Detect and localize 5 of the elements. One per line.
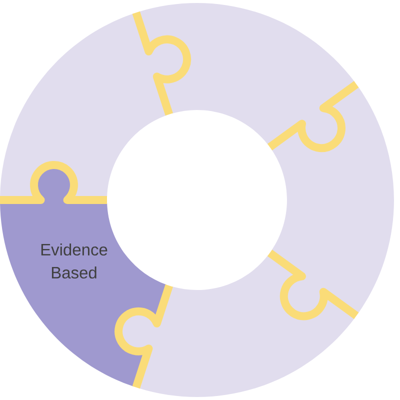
puzzle-piece: Evidence Based	[0, 168, 166, 386]
puzzle-piece	[272, 86, 394, 314]
puzzle-piece	[0, 14, 184, 197]
puzzle-piece	[138, 3, 355, 146]
puzzle-piece	[122, 255, 355, 397]
